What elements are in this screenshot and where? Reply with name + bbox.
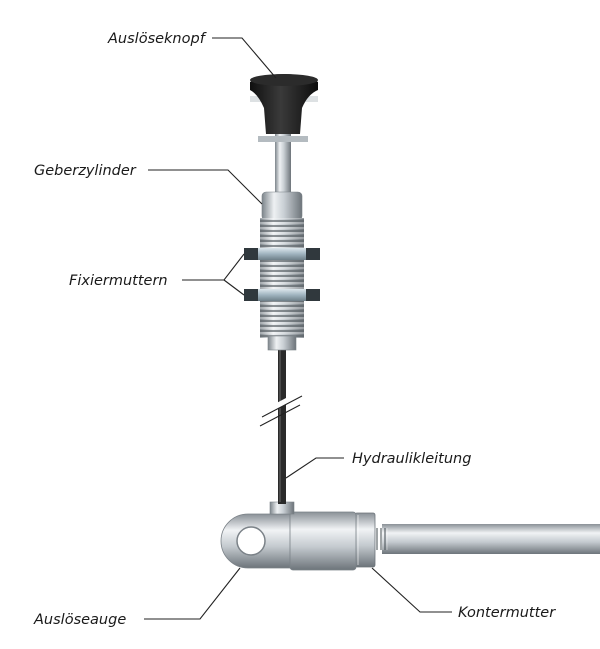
lock-nut — [354, 512, 376, 568]
release-knob — [250, 74, 318, 142]
leader-kontermutter — [371, 567, 452, 613]
leader-hydraulikleitung — [285, 457, 344, 479]
leader-geberzylinder — [148, 169, 263, 205]
leader-ausloeseauge — [144, 567, 241, 620]
master-cylinder — [260, 134, 304, 351]
label-ausloeseknopf: Auslöseknopf — [107, 31, 207, 47]
label-hydraulikleitung: Hydraulikleitung — [352, 451, 471, 467]
leader-ausloeseknopf — [212, 37, 277, 79]
hydraulic-line — [259, 348, 303, 504]
label-fixiermuttern: Fixiermuttern — [69, 273, 168, 289]
release-eye — [220, 501, 357, 571]
label-geberzylinder: Geberzylinder — [34, 163, 137, 179]
fixing-nut-lower — [244, 289, 320, 301]
pushrod — [374, 524, 600, 554]
label-kontermutter: Kontermutter — [458, 605, 556, 621]
fixing-nut-upper — [244, 248, 320, 260]
leader-fixiermuttern-2 — [223, 279, 245, 296]
label-ausloeseauge: Auslöseauge — [33, 612, 126, 628]
leader-fixiermuttern — [182, 253, 245, 281]
